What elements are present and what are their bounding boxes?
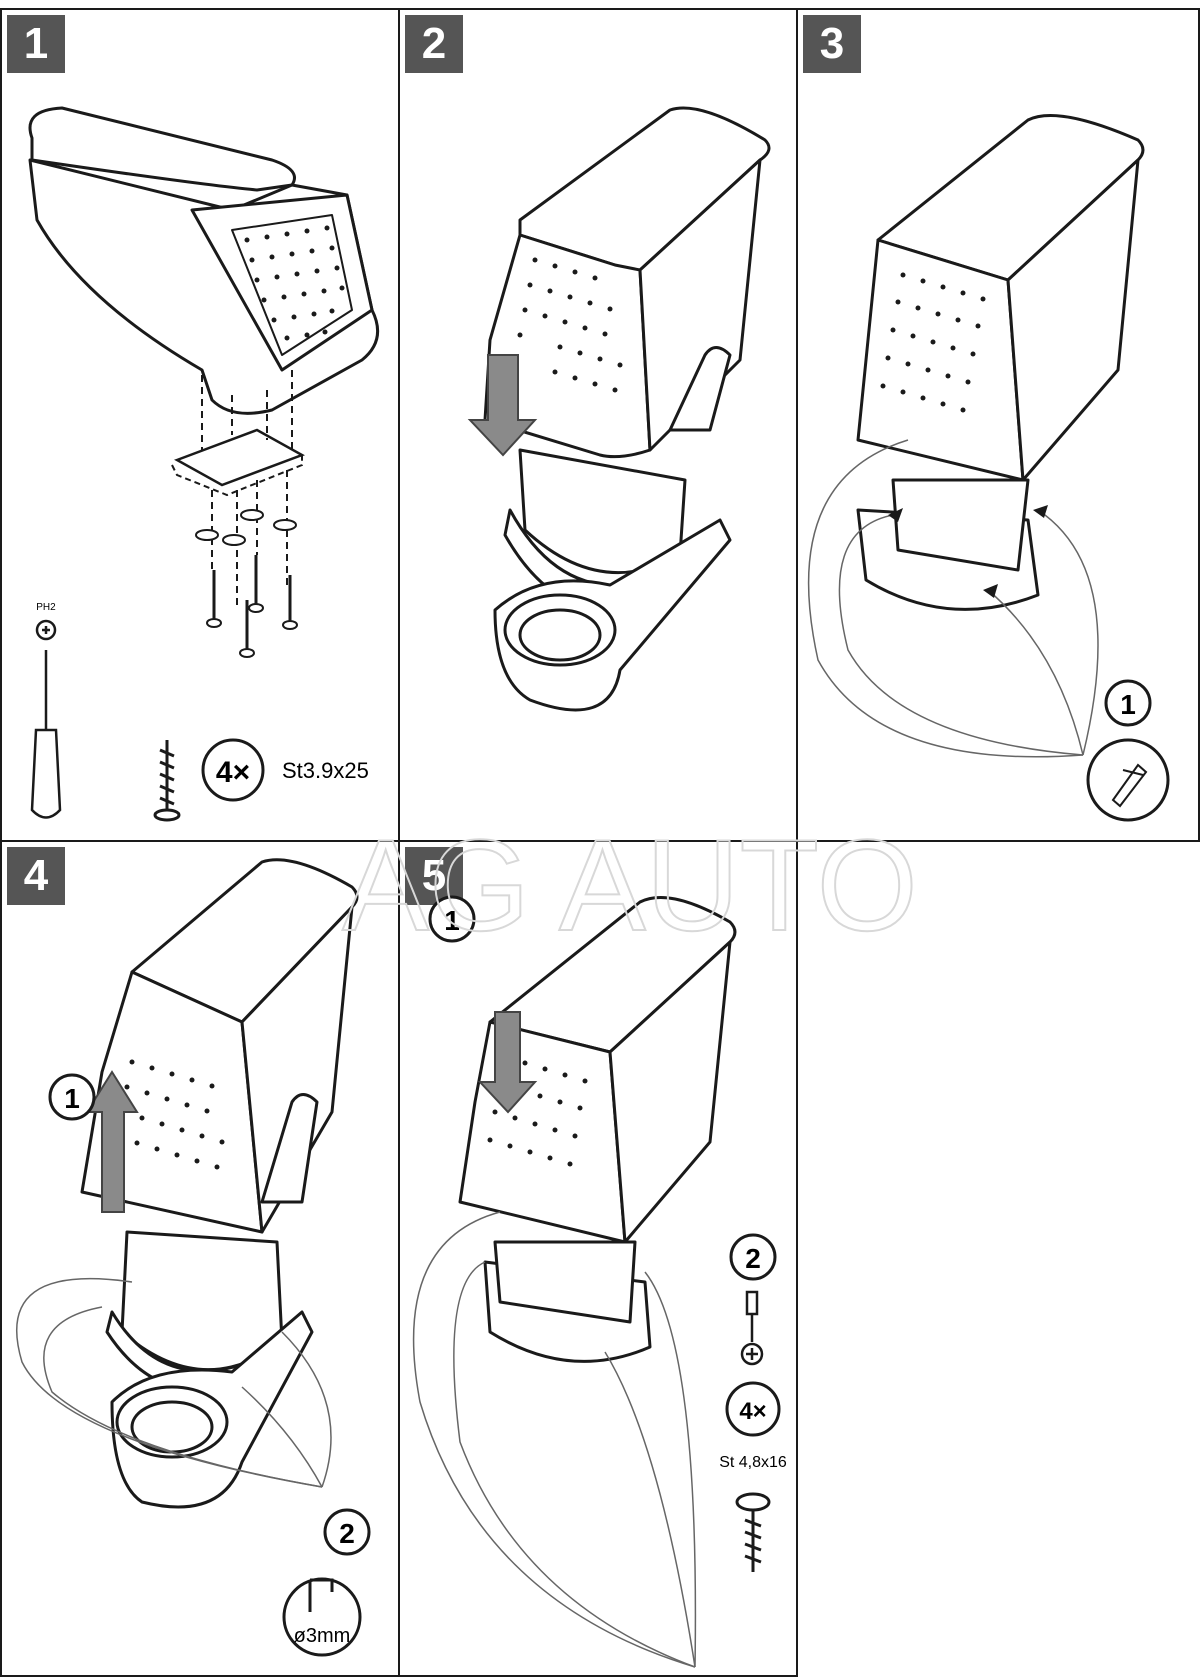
perforation-dots — [244, 225, 345, 341]
handbrake-lever — [260, 1093, 319, 1204]
step-4-illustration: 2 1 ø3mm — [16, 858, 371, 1657]
step-5-panel: 5 1 — [398, 840, 798, 1677]
step-3-illustration: 1 — [807, 114, 1170, 822]
step-5-illustration: 1 2 4× St 4,8x16 — [412, 895, 787, 1668]
up-arrow — [85, 1070, 139, 1213]
step-3-substep: 1 — [1120, 689, 1136, 720]
step-3-panel: 3 — [796, 8, 1200, 842]
armrest-upright — [458, 1020, 627, 1244]
screw-icon — [153, 740, 181, 822]
step-4-badge: 4 — [7, 847, 65, 905]
step-1-screw-spec: St3.9x25 — [282, 758, 369, 783]
step-2-panel: 2 — [398, 8, 798, 842]
step-5-screw-spec: St 4,8x16 — [719, 1454, 787, 1471]
step-1-badge: 1 — [7, 15, 65, 73]
handbrake-lever — [668, 346, 732, 432]
substep-circle — [1104, 679, 1152, 727]
step-2-illustration — [467, 106, 771, 712]
step-2-badge: 2 — [405, 15, 463, 73]
step-5-substep-1: 1 — [444, 905, 460, 936]
down-arrow — [477, 1011, 538, 1114]
step-5-substep-2: 2 — [745, 1243, 761, 1274]
step-1-quantity: 4× — [216, 756, 250, 789]
step-4-panel: 4 — [0, 840, 400, 1677]
armrest-lid — [130, 858, 359, 1024]
step-1-illustration: 4× St3.9x25 PH2 — [28, 106, 380, 822]
step-3-badge: 3 — [803, 15, 861, 73]
screwdriver-icon — [30, 619, 62, 819]
quantity-circle — [201, 738, 265, 802]
step-4-substep-1: 1 — [64, 1083, 80, 1114]
armrest-lid — [876, 114, 1145, 282]
step-1-panel: 1 — [0, 8, 400, 842]
step-5-quantity: 4× — [739, 1398, 766, 1425]
screwdriver-icon — [740, 1290, 764, 1366]
screw-icon — [735, 1492, 771, 1572]
armrest-upright — [856, 238, 1025, 482]
step-4-substep-2: 2 — [339, 1518, 355, 1549]
armrest-lid — [488, 896, 737, 1054]
tool-label: PH2 — [36, 602, 56, 613]
down-arrow — [467, 354, 538, 457]
mounting-bracket — [174, 428, 305, 487]
step-4-drill-spec: ø3mm — [294, 1625, 351, 1647]
step-5-badge: 5 — [405, 847, 463, 905]
